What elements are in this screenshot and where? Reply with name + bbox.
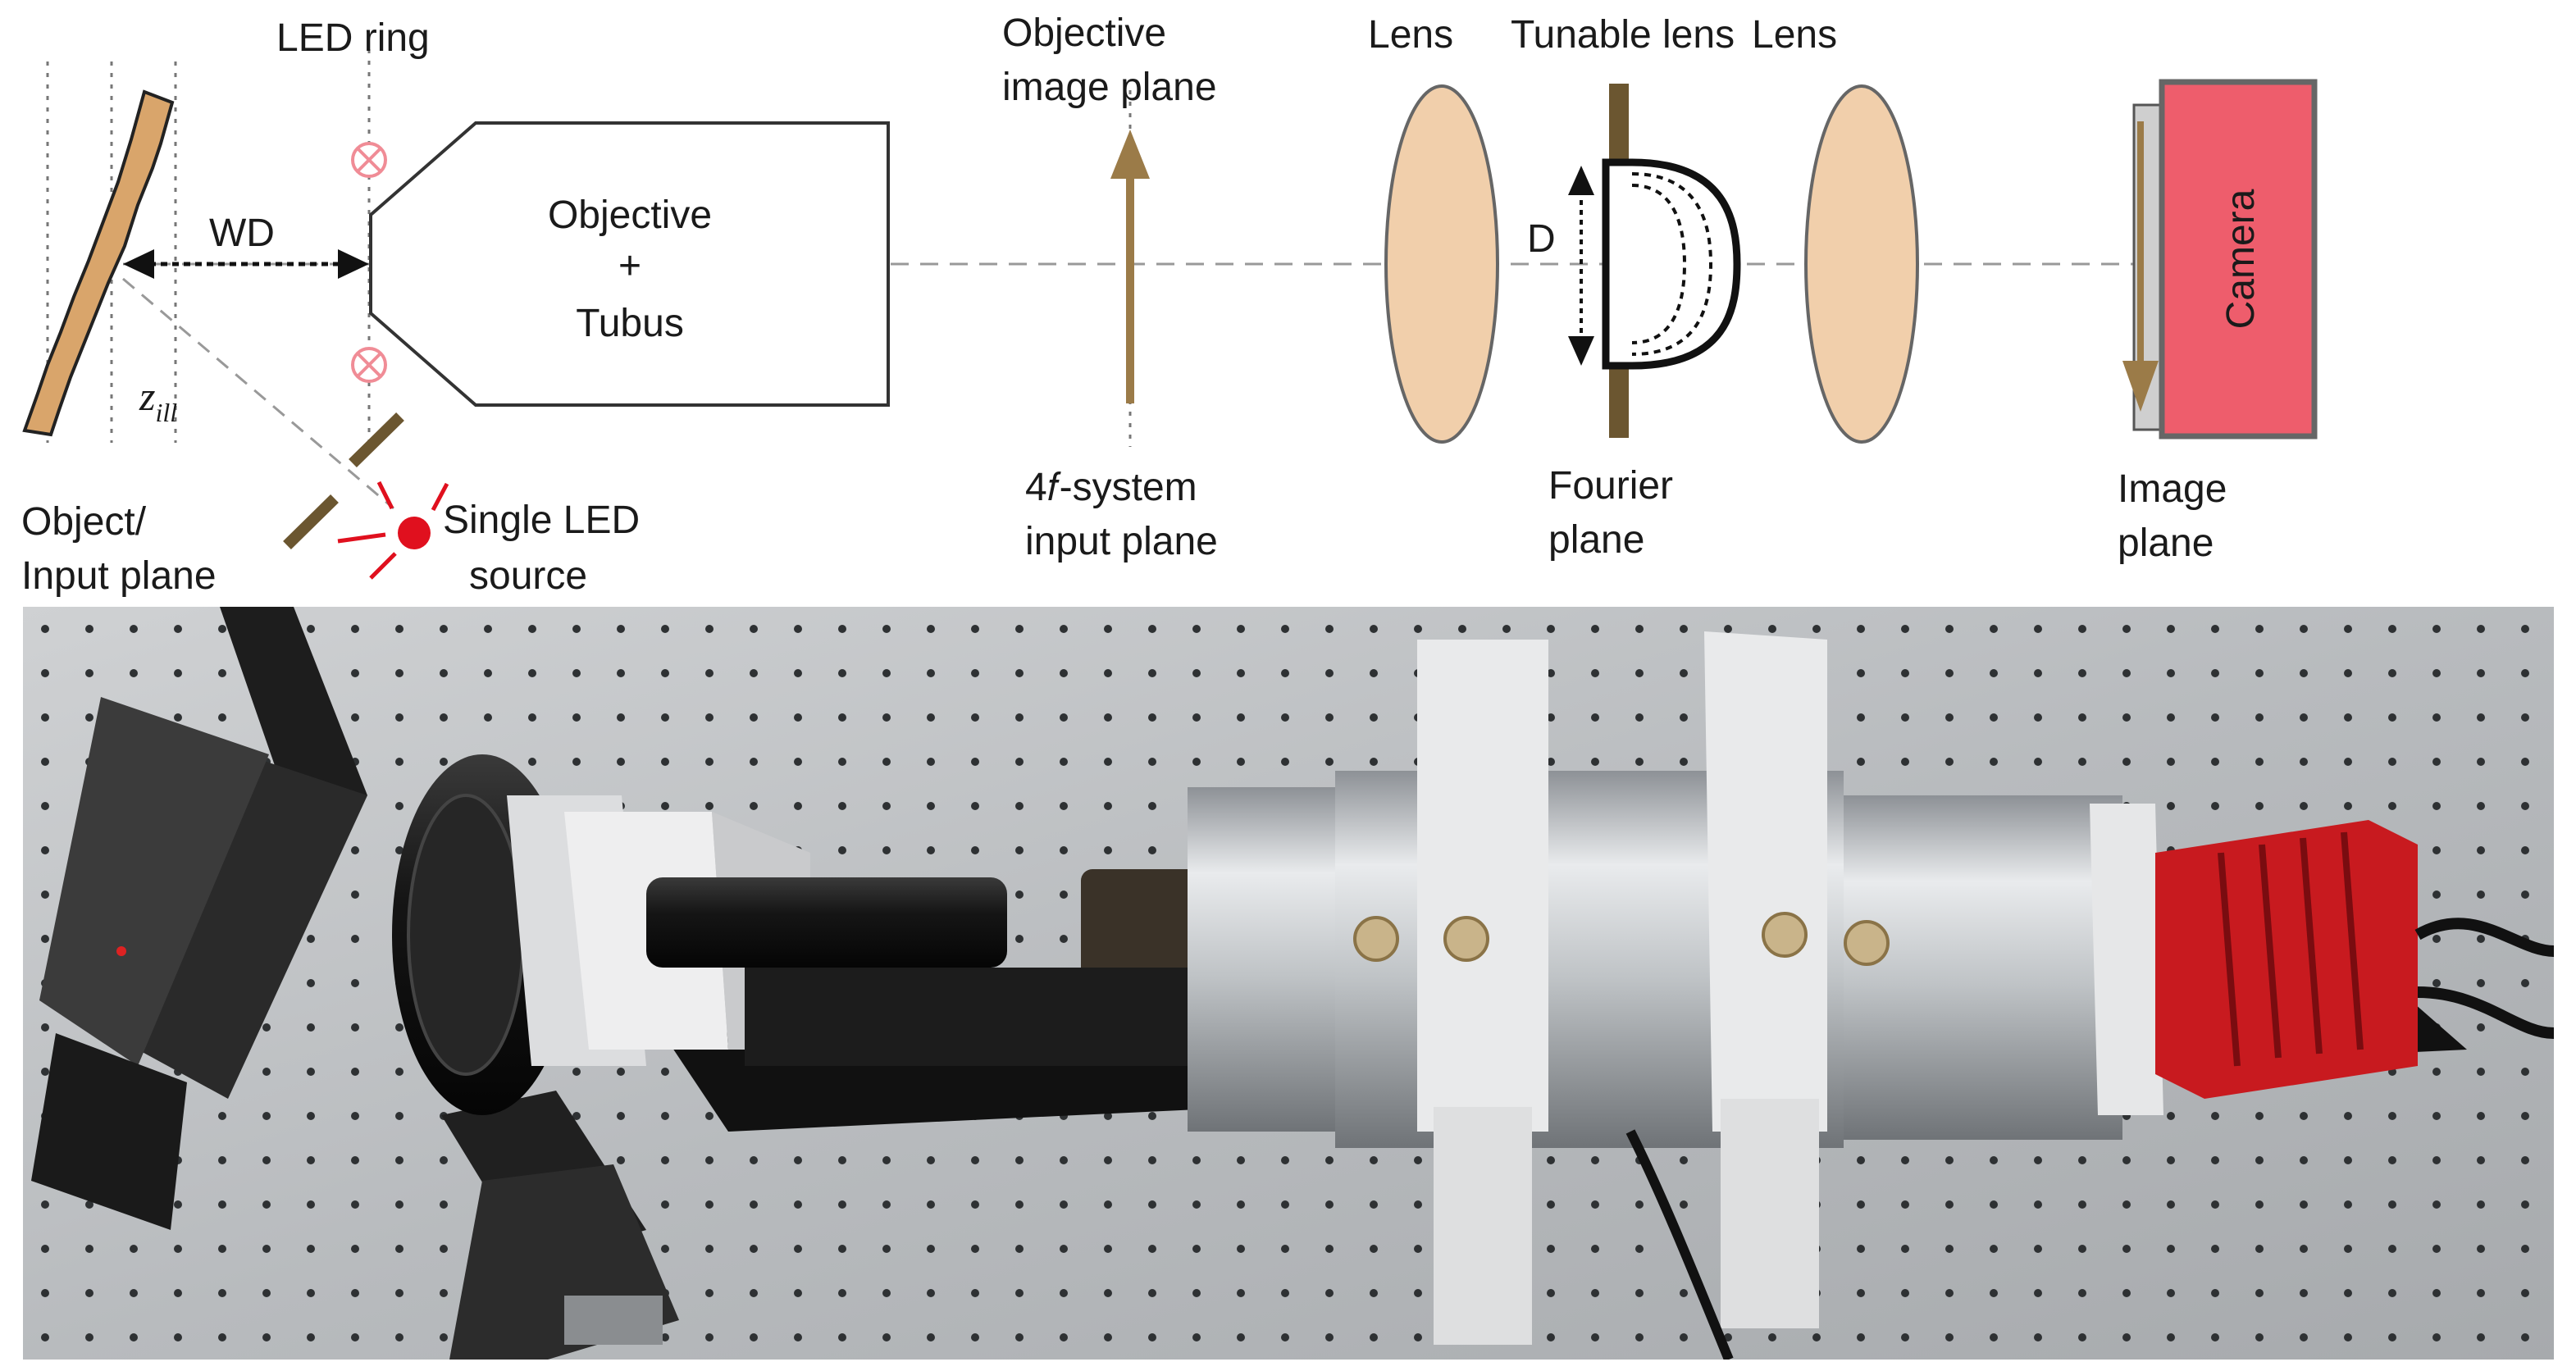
z-ill-label: zill [139, 373, 177, 427]
objective-coupler [1081, 869, 1204, 984]
camera-body [2159, 79, 2318, 440]
camera-cable-2 [2417, 986, 2554, 1039]
object-label-1: Object/ [21, 500, 147, 544]
fourier-plane-label-2: plane [1548, 518, 1644, 562]
single-led-label-2: source [469, 554, 587, 598]
cylinder-clamp-left [1417, 640, 1548, 1345]
objective-image-plane-label-2: image plane [1002, 66, 1217, 109]
tunable-lens-label: Tunable lens [1511, 13, 1735, 57]
intermediate-image-arrowhead [1110, 130, 1150, 179]
led-ring-label: LED ring [276, 16, 430, 60]
led-ring-bottom-icon [351, 347, 387, 383]
fourf-cylinder-right [1844, 795, 2122, 1140]
tunable-lens-body [1602, 158, 1741, 370]
objective-tube [646, 877, 1007, 968]
lens-left-label: Lens [1368, 13, 1453, 57]
final-image-arrowhead [2122, 361, 2159, 412]
translation-stage [745, 968, 1204, 1066]
wd-arrow-left-head [123, 249, 154, 279]
clamp-screw-4 [1844, 920, 1890, 966]
cylinder-clamp-right [1704, 631, 1827, 1328]
led-baffle-lower [283, 494, 339, 549]
object-label-2: Input plane [21, 554, 217, 598]
single-led-icon [337, 481, 449, 580]
objective-plus-label: + [618, 244, 641, 288]
lens-left [1384, 84, 1499, 444]
fourier-plane-label-1: Fourier [1548, 464, 1673, 508]
objective-image-plane-label-1: Objective [1002, 11, 1166, 55]
tunable-lens-cable [1625, 1129, 1734, 1360]
small-xy-stage [441, 1091, 679, 1360]
objective-label: Objective [548, 194, 712, 237]
clamp-screw-3 [1762, 912, 1808, 958]
fourf-input-label-1: 4𝑓-system [1025, 466, 1197, 509]
image-plane-label-2: plane [2118, 522, 2214, 565]
tubus-label: Tubus [576, 302, 684, 345]
optical-setup-diagram: WD zill LED ring Objective + Tubus Singl… [21, 11, 2318, 598]
camera-label: Camera [2219, 189, 2263, 329]
clamp-screw-1 [1353, 916, 1399, 962]
lens-right [1804, 84, 1919, 444]
tilted-sample-stage [31, 607, 367, 1230]
camera-photo [2155, 820, 2418, 1099]
image-plane-label-1: Image [2118, 467, 2227, 511]
wd-arrow-right-head [338, 249, 369, 279]
led-ring-face [407, 794, 525, 1076]
clamp-screw-2 [1443, 916, 1489, 962]
camera-adapter-plate [2090, 804, 2163, 1115]
aperture-d-head-top [1568, 166, 1594, 195]
object-slab [22, 89, 175, 437]
objective-housing [369, 121, 890, 407]
lens-right-label: Lens [1752, 13, 1837, 57]
led-baffle-upper [349, 412, 404, 467]
tunable-lens-dashed-1 [1631, 172, 1713, 356]
aperture-d-label: D [1527, 217, 1556, 261]
wd-label: WD [209, 212, 275, 255]
fourf-input-label-2: input plane [1025, 520, 1218, 563]
setup-photograph [23, 607, 2554, 1360]
camera-cable-1 [2414, 918, 2554, 957]
aperture-d-head-bottom [1568, 336, 1594, 366]
single-led-label-1: Single LED [443, 499, 640, 542]
illumination-ray [122, 277, 394, 510]
led-ring-top-icon [351, 142, 387, 178]
